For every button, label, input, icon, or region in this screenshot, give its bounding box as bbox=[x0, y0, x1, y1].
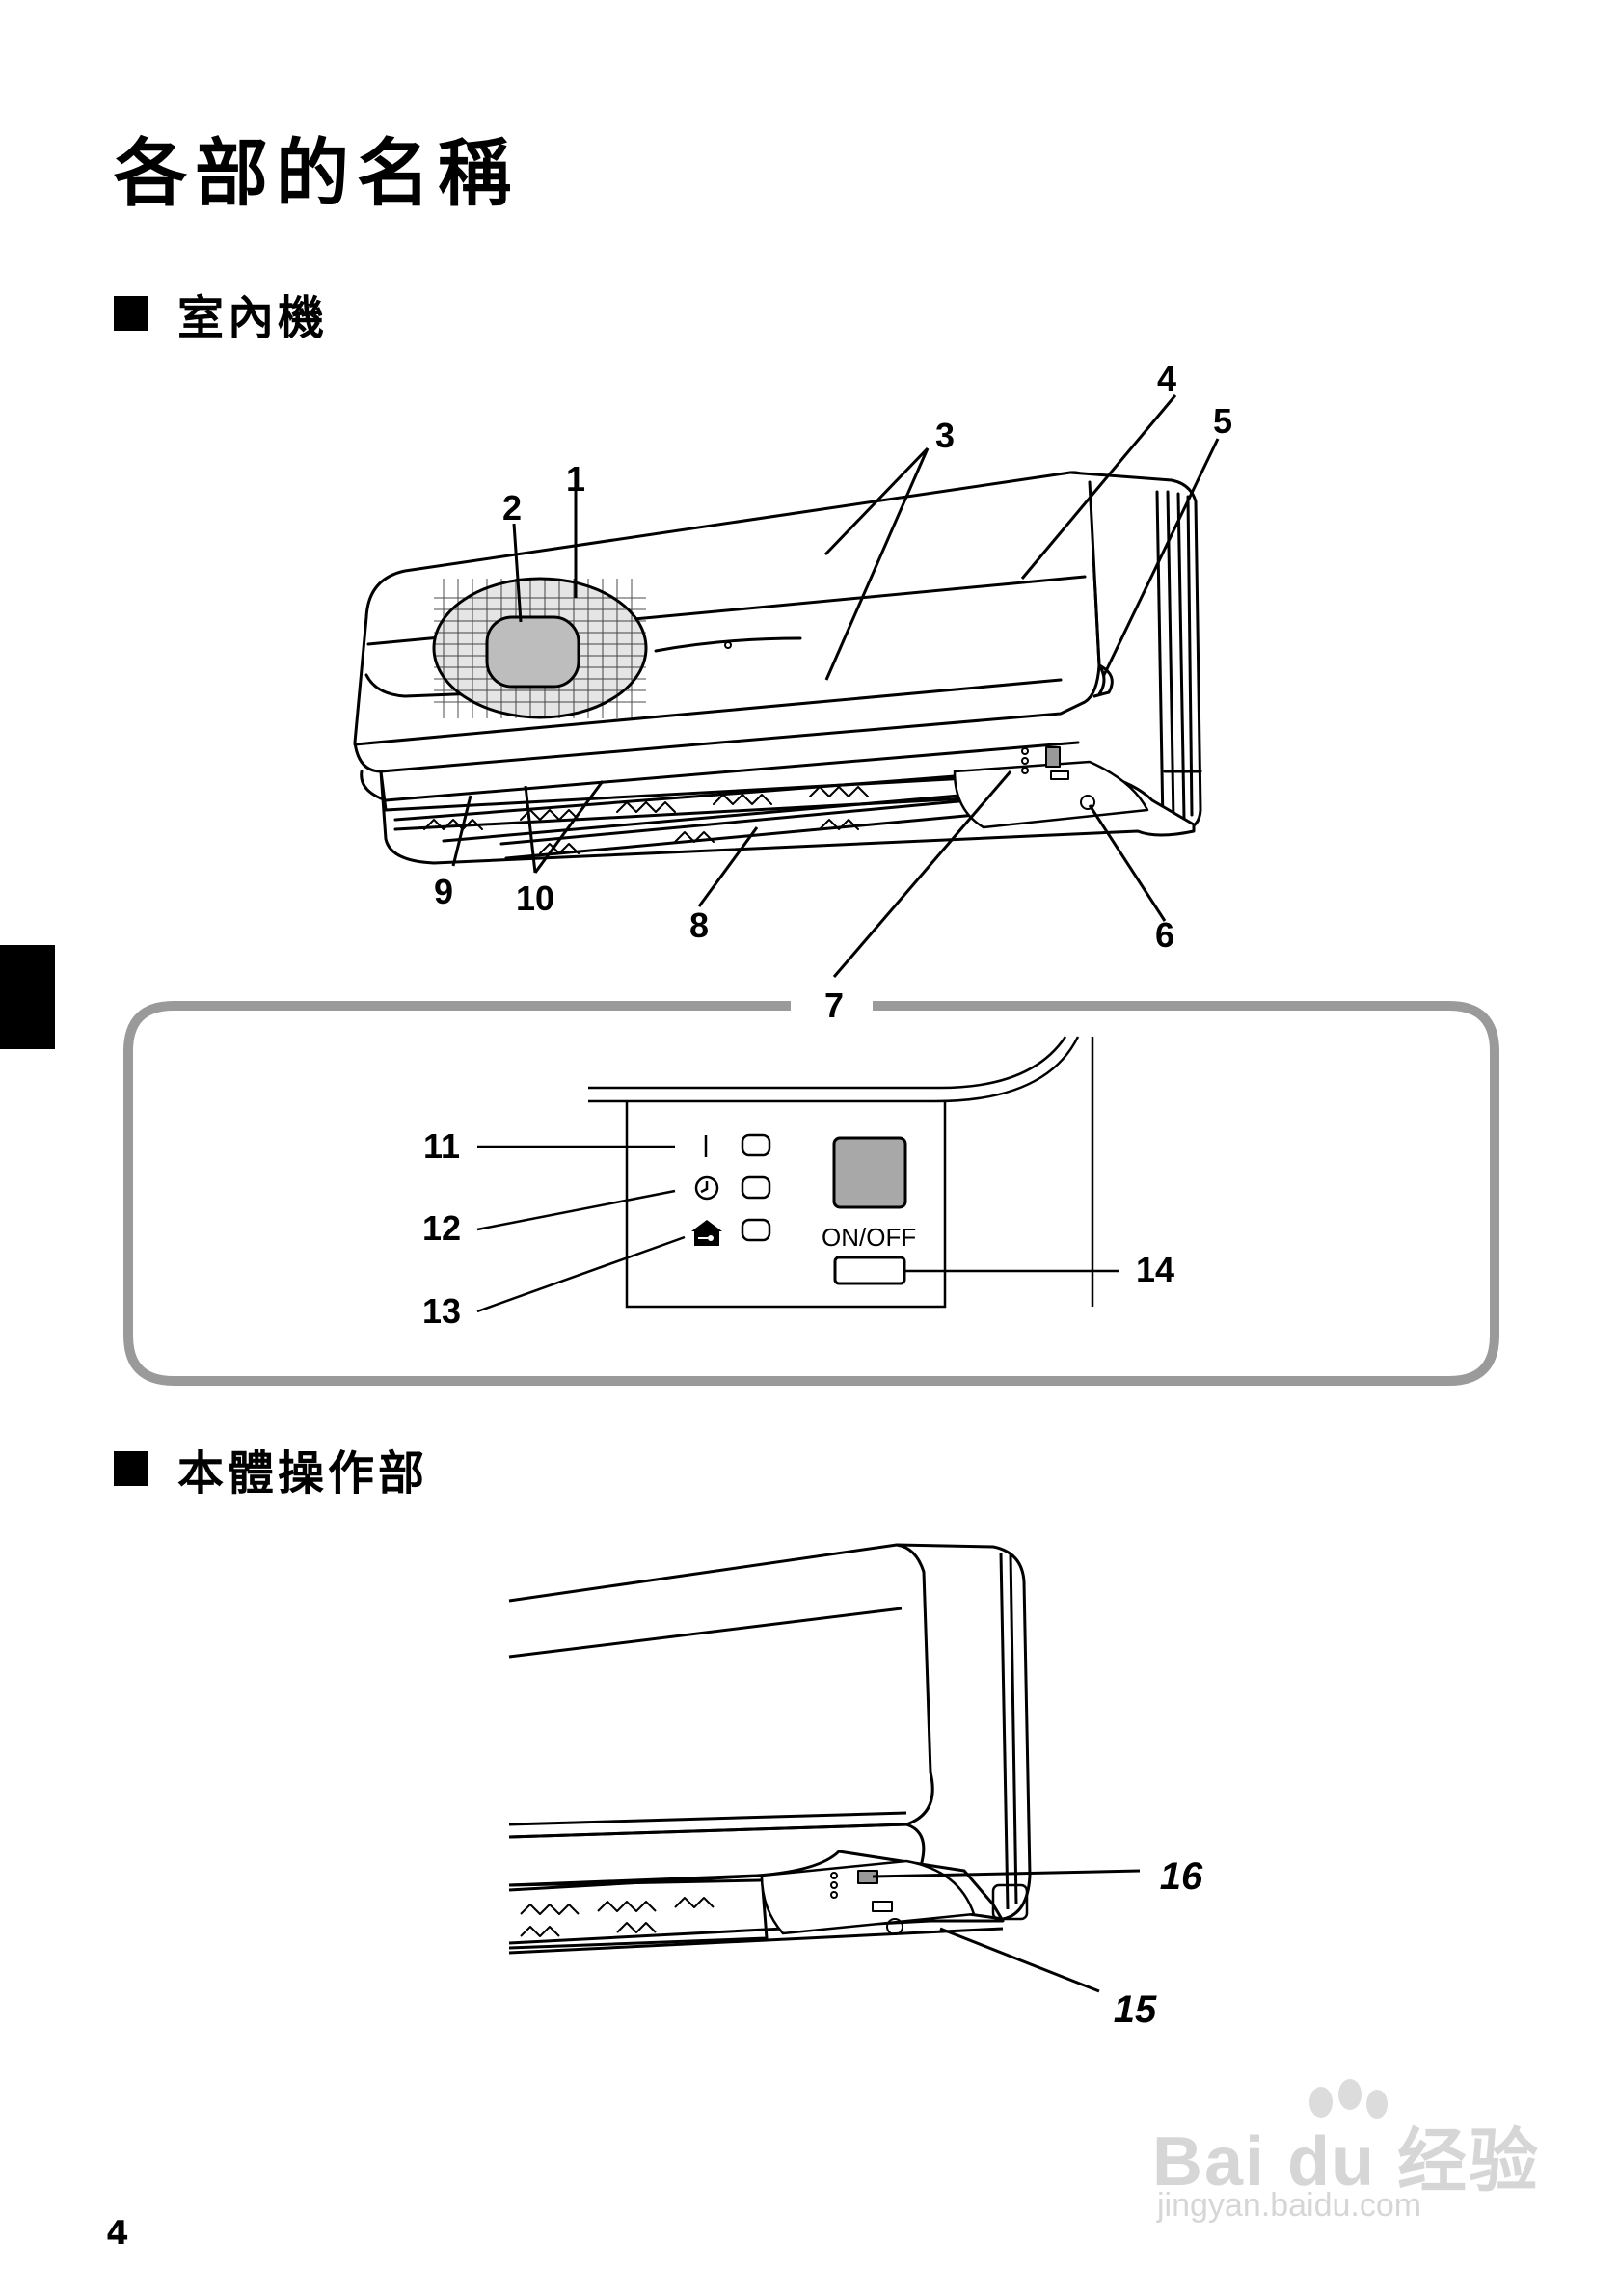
watermark-brand: Bai du 经验 bbox=[1152, 2123, 1541, 2201]
home-leave-icon bbox=[691, 1220, 722, 1246]
section-heading-text: 本體操作部 bbox=[177, 1446, 429, 1500]
timer-clock-icon bbox=[694, 1175, 719, 1201]
page-title: 各部的名稱 bbox=[114, 130, 519, 216]
callout-5: 5 bbox=[1212, 401, 1233, 441]
callout-10: 10 bbox=[515, 878, 555, 918]
callout-15: 15 bbox=[1113, 1988, 1157, 2031]
section-heading-text: 室內機 bbox=[177, 291, 329, 345]
callout-11: 11 bbox=[422, 1126, 461, 1166]
page-number: 4 bbox=[106, 2214, 129, 2253]
callout-1: 1 bbox=[565, 459, 586, 499]
callout-14: 14 bbox=[1135, 1250, 1175, 1289]
section-heading-main-panel: 本體操作部 bbox=[114, 1435, 428, 1502]
callout-8: 8 bbox=[688, 905, 710, 945]
section-heading-indoor-unit: 室內機 bbox=[114, 280, 328, 347]
watermark-url: jingyan.baidu.com bbox=[1157, 2187, 1422, 2224]
paw-logo-icon bbox=[1309, 2079, 1388, 2119]
callout-7: 7 bbox=[823, 986, 845, 1025]
chapter-tab bbox=[0, 945, 55, 1049]
callout-12: 12 bbox=[421, 1208, 462, 1248]
square-bullet-icon bbox=[114, 296, 148, 331]
callout-16: 16 bbox=[1159, 1855, 1203, 1898]
watermark: Bai du 经验 jingyan.baidu.com bbox=[1152, 2073, 1557, 2228]
callout-9: 9 bbox=[433, 872, 454, 911]
callout-13: 13 bbox=[421, 1291, 462, 1331]
callout-3: 3 bbox=[934, 416, 956, 455]
callout-2: 2 bbox=[501, 488, 523, 527]
on-off-label: ON/OFF bbox=[822, 1223, 917, 1252]
square-bullet-icon bbox=[114, 1451, 148, 1486]
callout-4: 4 bbox=[1156, 359, 1177, 398]
callout-6: 6 bbox=[1154, 915, 1175, 955]
